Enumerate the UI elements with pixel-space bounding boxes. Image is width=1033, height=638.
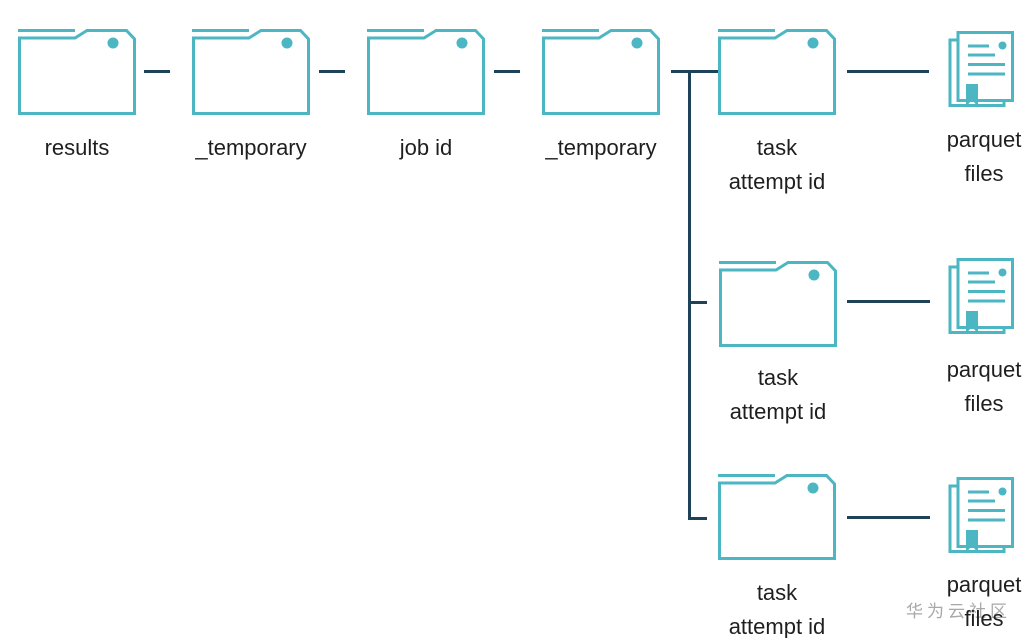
connector-temporary1-jobid	[319, 70, 345, 73]
connector-task2-parquet2	[847, 300, 930, 303]
label-task-line1: task	[756, 580, 798, 605]
label-job-id: job id	[341, 131, 511, 165]
node-task-attempt-1	[718, 27, 836, 120]
label-temporary-1-text: _temporary	[195, 135, 307, 160]
label-temporary-1: _temporary	[166, 131, 336, 165]
label-task-line2: attempt id	[729, 399, 827, 424]
node-temporary-2	[542, 27, 660, 120]
label-parquet-3: parquet files	[899, 568, 1033, 636]
connector-branch-task3-elbow	[688, 517, 707, 520]
watermark-text: 华为云社区	[906, 602, 1011, 621]
label-parquet-line1: parquet	[946, 572, 1022, 597]
label-task-line2: attempt id	[728, 614, 826, 638]
node-results	[18, 27, 136, 120]
node-task-attempt-2	[719, 259, 837, 352]
node-task-attempt-3	[718, 472, 836, 565]
connector-task3-parquet3	[847, 516, 930, 519]
label-results-text: results	[44, 135, 110, 160]
node-parquet-1	[948, 31, 1014, 114]
label-job-id-text: job id	[399, 135, 453, 160]
label-temporary-2: _temporary	[516, 131, 686, 165]
label-parquet-line1: parquet	[946, 357, 1022, 382]
node-job-id	[367, 27, 485, 120]
folder-icon	[718, 474, 836, 560]
connector-branch-task2-stub	[688, 301, 707, 304]
label-temporary-2-text: _temporary	[545, 135, 657, 160]
folder-icon	[18, 29, 136, 115]
folder-icon	[719, 261, 837, 347]
label-task-line1: task	[756, 135, 798, 160]
node-temporary-1	[192, 27, 310, 120]
folder-icon	[192, 29, 310, 115]
folder-icon	[367, 29, 485, 115]
folder-icon	[718, 29, 836, 115]
label-results: results	[0, 131, 162, 165]
node-parquet-3	[948, 477, 1014, 560]
label-parquet-2: parquet files	[899, 353, 1033, 421]
node-parquet-2	[948, 258, 1014, 341]
connector-results-temporary1	[144, 70, 170, 73]
connector-temporary2-task1	[671, 70, 718, 73]
folder-icon	[542, 29, 660, 115]
label-task-attempt-1: task attempt id	[692, 131, 862, 199]
label-parquet-line1: parquet	[946, 127, 1022, 152]
label-parquet-line2: files	[964, 391, 1004, 416]
label-task-attempt-2: task attempt id	[693, 361, 863, 429]
label-parquet-line2: files	[964, 606, 1004, 631]
document-files-icon	[948, 31, 1014, 107]
label-parquet-line2: files	[964, 161, 1004, 186]
label-task-attempt-3: task attempt id	[692, 576, 862, 638]
label-task-line2: attempt id	[728, 169, 826, 194]
label-task-line1: task	[757, 365, 799, 390]
connector-jobid-temporary2	[494, 70, 520, 73]
connector-branch-vertical	[688, 70, 691, 520]
document-files-icon	[948, 258, 1014, 334]
document-files-icon	[948, 477, 1014, 553]
connector-task1-parquet1	[847, 70, 929, 73]
label-parquet-1: parquet files	[899, 123, 1033, 191]
